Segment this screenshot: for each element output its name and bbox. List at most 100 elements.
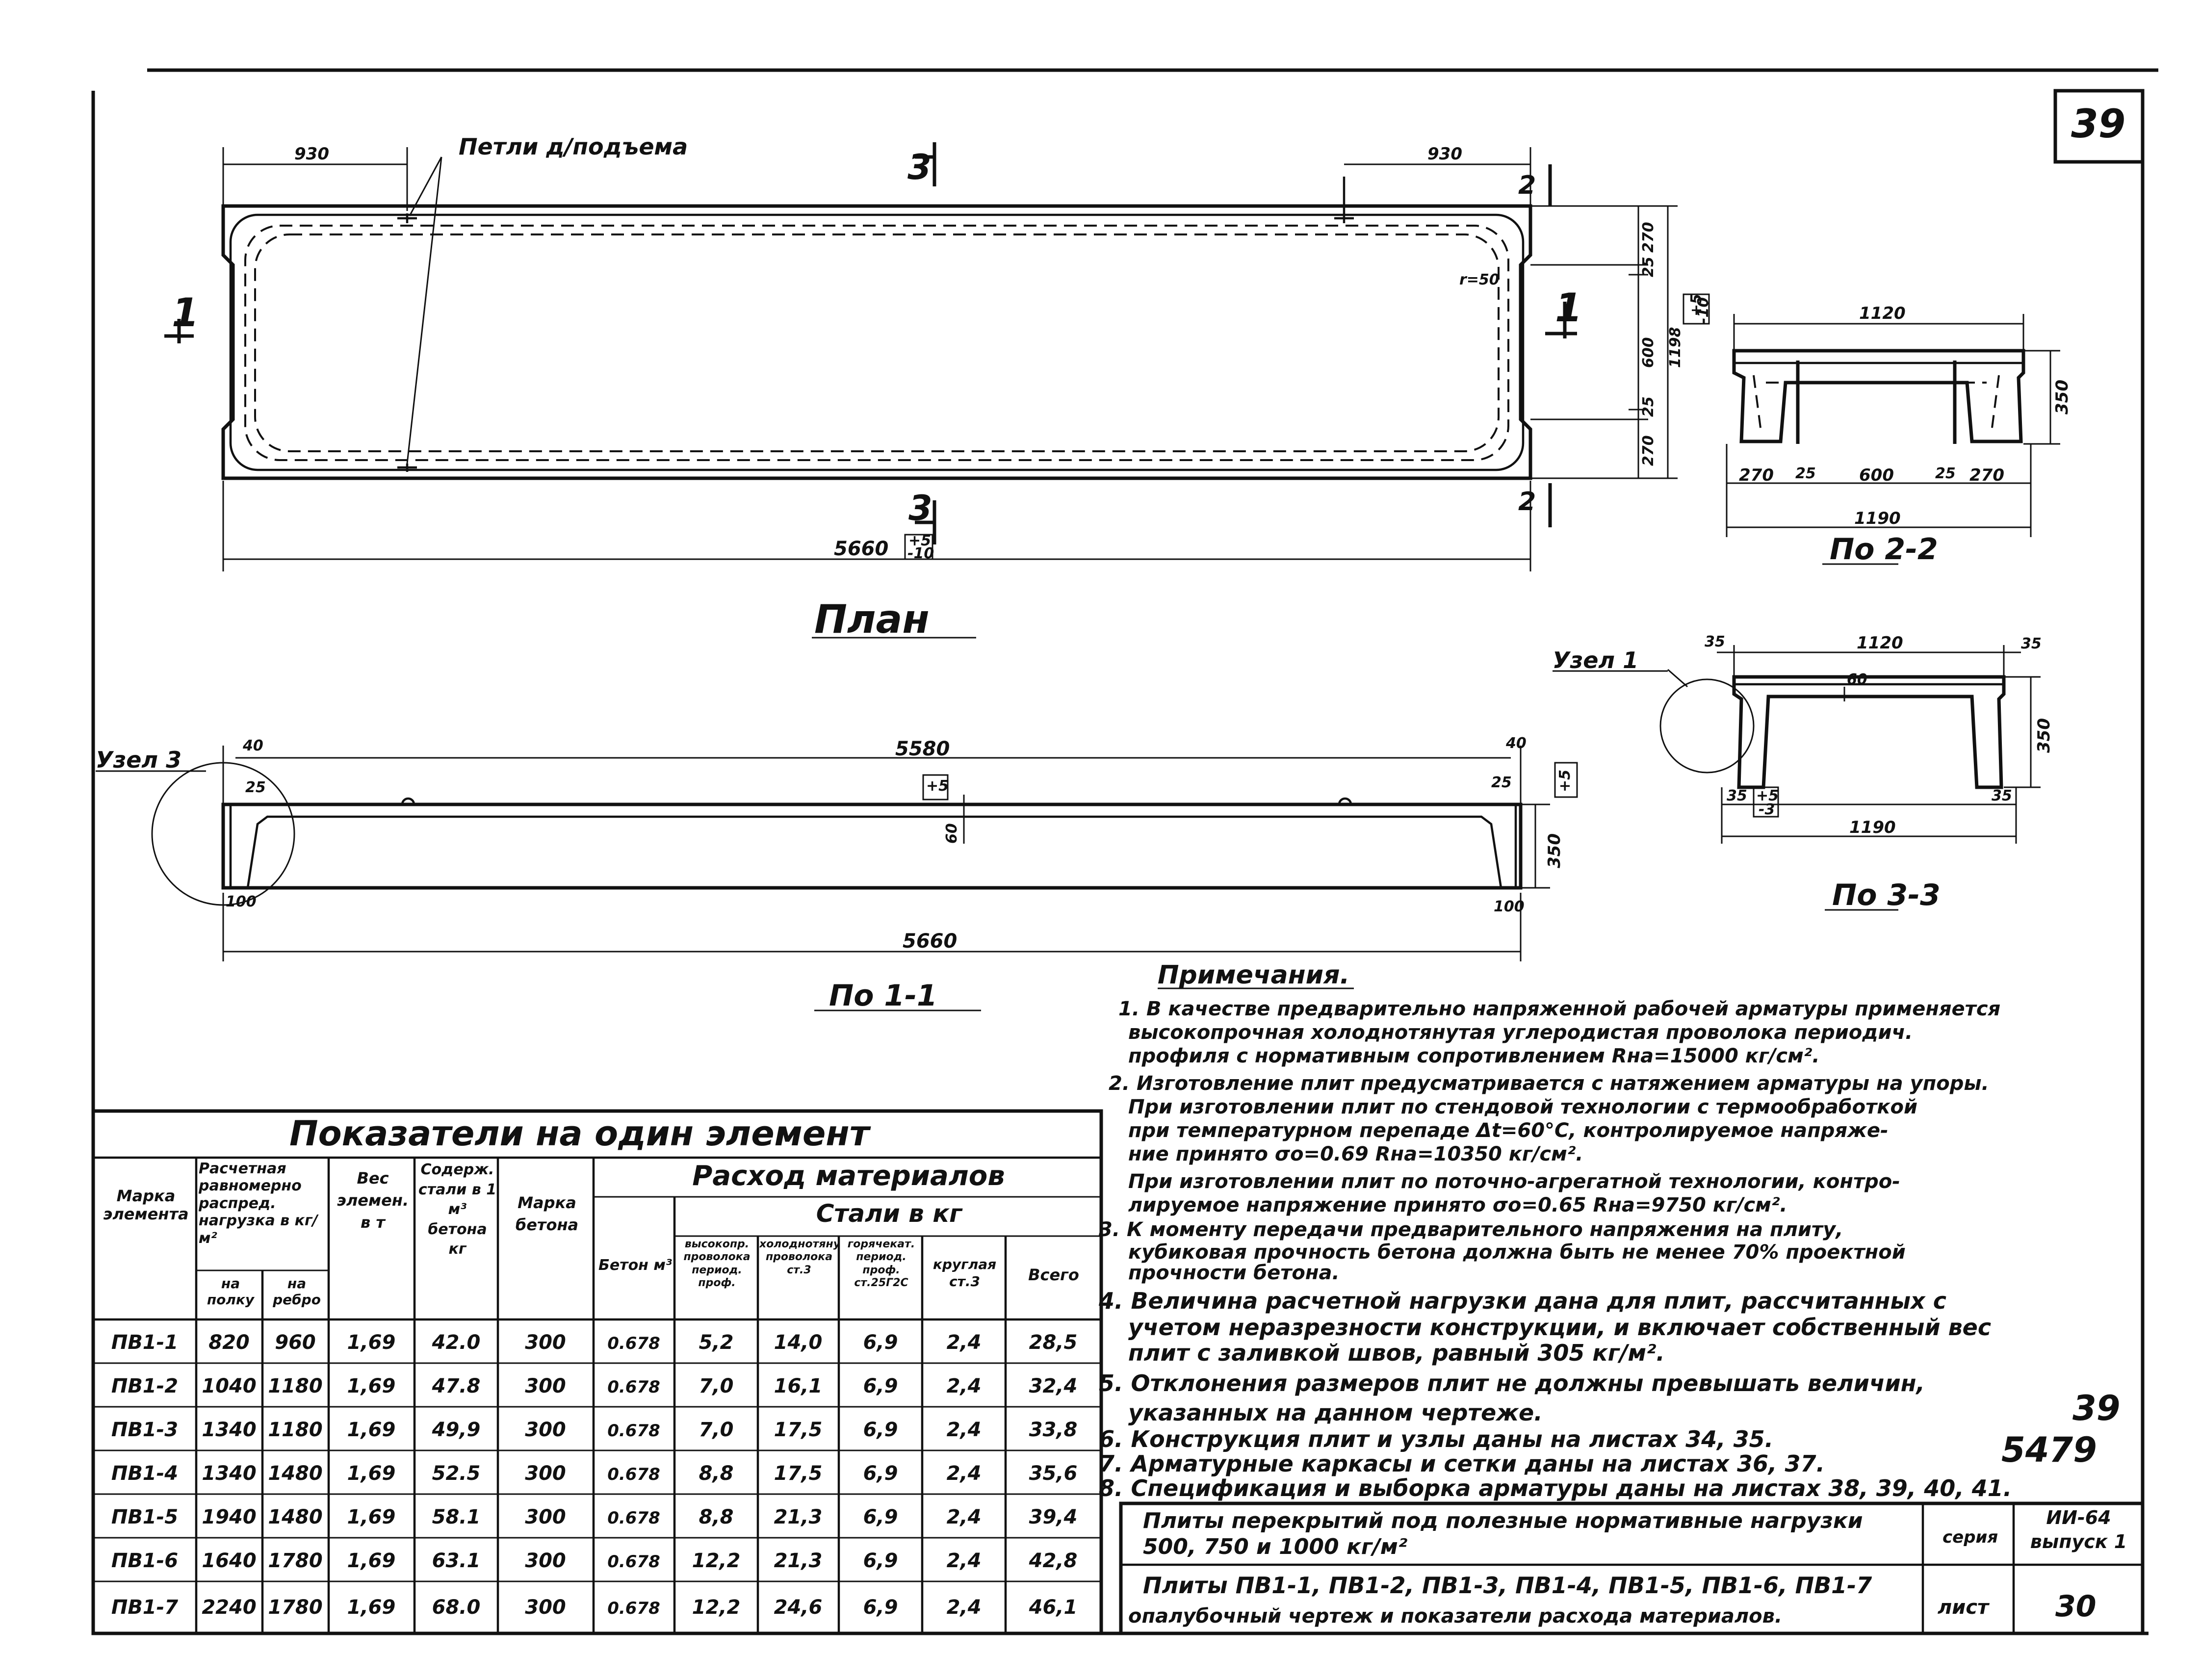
sec11-d40a: 40: [242, 737, 263, 754]
cell-hot: 6,9: [863, 1462, 898, 1485]
cell-shelf: 1340: [202, 1462, 256, 1485]
cell-shelf: 820: [208, 1331, 250, 1354]
plan-dim-1198: 1198: [1667, 327, 1684, 368]
cell-rib: 1480: [268, 1462, 322, 1485]
cell-concrete-mark: 300: [525, 1506, 566, 1528]
plan-hidden-rib: [244, 225, 1509, 461]
cell-total: 32,4: [1029, 1375, 1078, 1397]
cell-mark: ПВ1-5: [111, 1506, 178, 1528]
plan-cut-3-top: 3: [907, 147, 932, 187]
th-steel-content: Содерж. стали в 1 м³ бетона кг: [418, 1161, 496, 1258]
th-total: Всего: [1028, 1266, 1079, 1284]
cell-round: 2,4: [947, 1506, 982, 1528]
table-row: ПВ1-1 820 960 1,69 42.0 300 0.678 5,2 14…: [111, 1331, 1077, 1354]
cell-weight: 1,69: [347, 1506, 396, 1528]
sec22-d270b: 270: [1969, 465, 2004, 485]
sec11-d25b: 25: [1491, 774, 1512, 791]
sec11-tol-side: +5: [1556, 770, 1574, 792]
th-concrete: Бетон м³: [598, 1257, 672, 1274]
cell-wire: 8,8: [699, 1462, 734, 1485]
th-rib: на ребро: [273, 1275, 321, 1308]
th-wire: высокопр. проволока период. проф.: [683, 1238, 750, 1289]
plan-dim-25-top: 25: [1640, 257, 1657, 277]
sec33-d35b: 35: [2021, 635, 2042, 652]
plan-dim-930-left: 930: [294, 144, 329, 164]
cell-total: 46,1: [1029, 1596, 1078, 1619]
sec33-d35a: 35: [1705, 633, 1725, 650]
plan-dim-270-bot: 270: [1640, 435, 1657, 466]
cell-concrete: 0.678: [607, 1334, 660, 1353]
note-line-20: 8. Спецификация и выборка арматуры даны …: [1099, 1475, 2012, 1501]
note-line-13: 4. Величина расчетной нагрузки дана для …: [1098, 1288, 1946, 1314]
cell-hot: 6,9: [863, 1331, 898, 1354]
cell-round: 2,4: [947, 1419, 982, 1441]
note-line-19: 7. Арматурные каркасы и сетки даны на ли…: [1099, 1450, 1825, 1477]
node-1-circle: [1659, 678, 1755, 774]
sec22-d600: 600: [1859, 465, 1894, 485]
cell-wire: 7,0: [699, 1419, 734, 1441]
cell-concrete: 0.678: [607, 1552, 660, 1572]
plan-dim-5660: 5660: [834, 538, 888, 560]
sec11-d100a: 100: [226, 893, 257, 910]
cell-shelf: 1340: [202, 1419, 256, 1441]
cell-steel-content: 47.8: [432, 1375, 481, 1397]
cell-mark: ПВ1-4: [111, 1462, 178, 1485]
cell-concrete-mark: 300: [525, 1550, 566, 1572]
titleblock-sheet-label: лист: [1938, 1596, 1990, 1619]
sec33-dim-top: 1120: [1857, 633, 1903, 653]
th-cold: холоднотянутая проволока ст.3: [759, 1238, 839, 1276]
cell-steel-content: 68.0: [432, 1596, 481, 1619]
titleblock-desc3: опалубочный чертеж и показатели расхода …: [1128, 1605, 1782, 1628]
sec22-title: По 2-2: [1830, 532, 1938, 567]
sec33-title: По 3-3: [1832, 878, 1941, 912]
note-line-15: плит с заливкой швов, равный 305 кг/м².: [1128, 1340, 1665, 1366]
plan-cut-1-left: 1: [172, 290, 199, 336]
sec11-dim-350: 350: [1545, 833, 1564, 868]
note-line-18: 6. Конструкция плит и узлы даны на листа…: [1099, 1426, 1773, 1452]
table-row: ПВ1-6 1640 1780 1,69 63.1 300 0.678 12,2…: [111, 1550, 1077, 1572]
cell-hot: 6,9: [863, 1596, 898, 1619]
note-line-3: профиля с нормативным сопротивлением Rнa…: [1128, 1045, 1820, 1067]
plan-dim-930-right: 930: [1427, 144, 1462, 164]
cell-hot: 6,9: [863, 1419, 898, 1441]
cell-concrete: 0.678: [607, 1465, 660, 1484]
th-load: Расчетная равномерно распред. нагрузка в…: [199, 1160, 318, 1247]
cell-rib: 1780: [268, 1550, 322, 1572]
cell-concrete-mark: 300: [525, 1596, 566, 1619]
sec22-dim-bot: 1190: [1854, 509, 1901, 528]
cell-wire: 12,2: [692, 1550, 741, 1572]
cell-rib: 960: [275, 1331, 316, 1354]
cell-concrete-mark: 300: [525, 1331, 566, 1354]
sec22-dim-h: 350: [2052, 380, 2072, 414]
titleblock-desc2: Плиты ПВ1-1, ПВ1-2, ПВ1-3, ПВ1-4, ПВ1-5,…: [1143, 1572, 1872, 1599]
sec11-dim-5580: 5580: [895, 738, 950, 760]
cell-cold: 16,1: [774, 1375, 823, 1397]
title-block: [1119, 1501, 2145, 1635]
plan-loops-label: Петли д/подъема: [459, 133, 688, 160]
cell-round: 2,4: [947, 1331, 982, 1354]
sec33-dim-350: 350: [2034, 718, 2054, 753]
plan-dim-25-bot: 25: [1640, 396, 1657, 417]
cell-steel-content: 42.0: [432, 1331, 481, 1354]
sec33-dim-bot: 1190: [1849, 818, 1896, 837]
sec22-d270a: 270: [1739, 465, 1774, 485]
sec33-d35d: 35: [1992, 787, 2012, 804]
sec11-tol-5580: +5: [926, 777, 949, 795]
note-line-17: указанных на данном чертеже.: [1128, 1399, 1543, 1426]
cell-cold: 21,3: [774, 1506, 823, 1528]
table-row: ПВ1-2 1040 1180 1,69 47.8 300 0.678 7,0 …: [111, 1375, 1077, 1397]
cell-concrete: 0.678: [607, 1508, 660, 1528]
cell-concrete-mark: 300: [525, 1462, 566, 1485]
sec22-d25a: 25: [1795, 465, 1816, 482]
cell-mark: ПВ1-7: [111, 1596, 178, 1619]
cell-cold: 17,5: [774, 1462, 823, 1485]
cell-weight: 1,69: [347, 1596, 396, 1619]
cell-steel-content: 63.1: [432, 1550, 481, 1572]
cell-shelf: 1940: [202, 1506, 256, 1528]
sec33-tol-b: -3: [1759, 801, 1775, 818]
th-consumption: Расход материалов: [692, 1160, 1005, 1192]
cell-wire: 12,2: [692, 1596, 741, 1619]
cell-shelf: 2240: [202, 1596, 256, 1619]
notes-title: Примечания.: [1158, 960, 1349, 990]
cell-hot: 6,9: [863, 1506, 898, 1528]
